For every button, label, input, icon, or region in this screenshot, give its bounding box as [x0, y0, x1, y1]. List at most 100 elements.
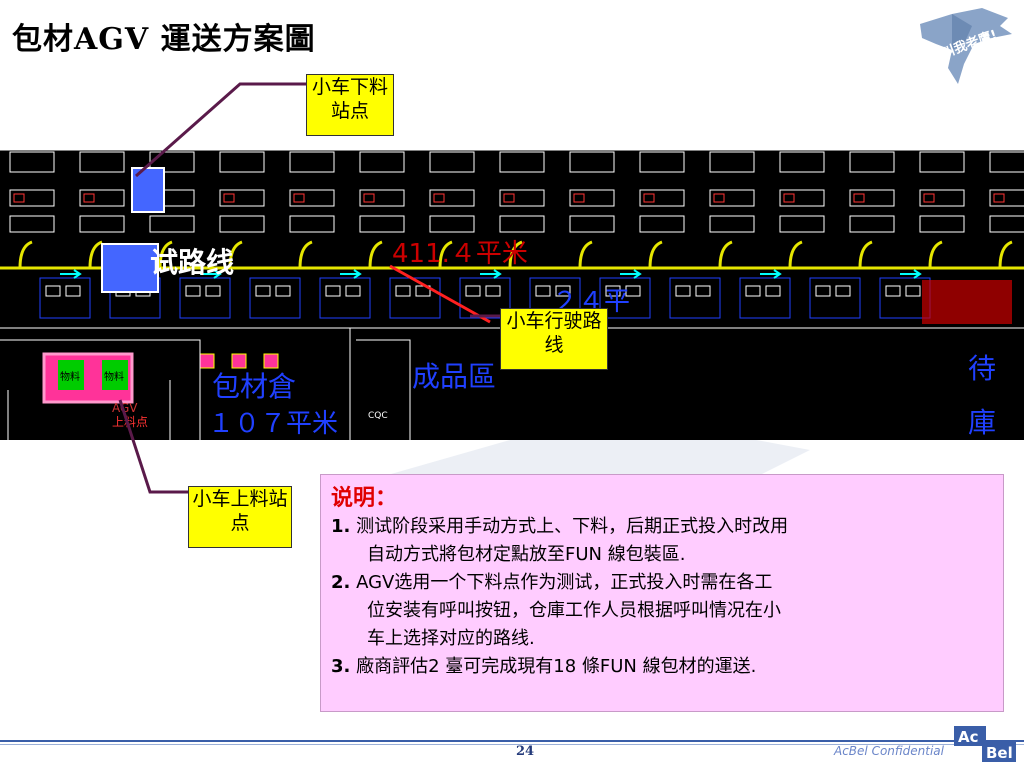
workstation-block [919, 215, 965, 233]
workstation-block [499, 189, 545, 207]
workstation-block [499, 151, 545, 173]
route-branch [228, 240, 243, 269]
workstation-block [535, 285, 551, 297]
workstation-block [359, 215, 405, 233]
warehouse-label: 庫 [968, 406, 996, 439]
material-label-2: 物料 [104, 370, 124, 383]
note-number: 3. [331, 656, 351, 677]
notes-box: 说明： 1. 测试阶段采用手动方式上、下料，后期正式投入时改用 自动方式將包材定… [320, 474, 1004, 712]
workstation-block [849, 151, 895, 173]
workstation-block [569, 189, 615, 207]
route-test-label: 试路线 [150, 246, 234, 279]
workstation-block [249, 277, 301, 319]
workstation-block [739, 277, 791, 319]
route-branch [88, 240, 103, 269]
workstation-block [79, 189, 125, 207]
load-point-label: 上料点 [112, 415, 148, 429]
workstation-block [319, 277, 371, 319]
workstation-block [643, 193, 655, 203]
workstation-block [219, 151, 265, 173]
route-branch [998, 240, 1013, 269]
workstation-block [849, 189, 895, 207]
finished-goods-label: 成品區 [412, 360, 496, 393]
workstation-block [429, 189, 475, 207]
workstation-block [779, 151, 825, 173]
workstation-block [599, 277, 651, 319]
workstation-block [989, 189, 1024, 207]
workstation-block [359, 189, 405, 207]
route-branch [718, 240, 733, 269]
workstation-block [485, 285, 501, 297]
flow-arrow [200, 269, 222, 279]
workstation-block [9, 189, 55, 207]
route-branch [18, 240, 33, 269]
workstation-block [765, 285, 781, 297]
flow-arrow [480, 269, 502, 279]
route-branch [508, 240, 523, 269]
note-number: 2. [331, 572, 351, 593]
note-text: 测试阶段采用手动方式上、下料，后期正式投入时改用 [356, 516, 789, 537]
workstation-block [289, 151, 335, 173]
notes-heading: 说明： [331, 486, 398, 511]
workstation-block [713, 193, 725, 203]
callout-route: 小车行驶路线 [500, 308, 608, 370]
eagle-logo: 叫我老鷹! [920, 8, 1012, 84]
area-label-3: １０７平米 [208, 409, 338, 439]
workstation-block [919, 189, 965, 207]
workstation-block [809, 277, 861, 319]
note-text: AGV选用一个下料点作为测试，正式投入时需在各工 [356, 572, 773, 593]
workstation-block [79, 215, 125, 233]
area-label-1: 411.４平米 [392, 239, 528, 269]
note-text: 廠商評估2 臺可完成現有18 條FUN 線包材的運送. [356, 656, 757, 677]
footer-divider-thin [0, 744, 1024, 745]
workstation-block [885, 285, 901, 297]
flow-arrow [340, 269, 362, 279]
workstation-block [255, 285, 271, 297]
note-item-3: 3. 廠商評估2 臺可完成現有18 條FUN 線包材的運送. [331, 653, 993, 681]
workstation-block [779, 189, 825, 207]
workstation-block [569, 215, 615, 233]
workstation-block [223, 193, 235, 203]
workstation-block [639, 151, 685, 173]
workstation-block [625, 285, 641, 297]
note-item-2: 2. AGV选用一个下料点作为测试，正式投入时需在各工 位安装有呼叫按钮，仓庫工… [331, 569, 993, 653]
route-branch [928, 240, 943, 269]
workstation-block [709, 189, 755, 207]
material-label-1: 物料 [60, 370, 80, 383]
note-text: 自动方式將包材定點放至FUN 線包裝區. [367, 544, 686, 565]
workstation-block [853, 193, 865, 203]
flow-arrow [900, 269, 922, 279]
workstation-block [499, 215, 545, 233]
slide-title: 包材AGV 運送方案圖 [12, 22, 316, 57]
workstation-block [219, 189, 265, 207]
workstation-block [275, 285, 291, 297]
workstation-block [989, 215, 1024, 233]
note-text: 车上选择对应的路线. [367, 628, 535, 649]
workstation-block [9, 215, 55, 233]
workstation-block [289, 215, 335, 233]
workstation-block [605, 285, 621, 297]
workstation-block [695, 285, 711, 297]
flow-arrow [60, 269, 82, 279]
workstation-block [9, 151, 55, 173]
page-number: 24 [515, 744, 535, 759]
footer-divider [0, 740, 1024, 742]
workstation-block [573, 193, 585, 203]
workstation-block [65, 285, 81, 297]
workstation-block [745, 285, 761, 297]
workstation-block [149, 215, 195, 233]
route-branch [648, 240, 663, 269]
workstation-block [79, 151, 125, 173]
route-branch [858, 240, 873, 269]
workstation-block [219, 215, 265, 233]
workstation-block [905, 285, 921, 297]
note-text: 位安装有呼叫按钮，仓庫工作人员根据呼叫情况在小 [367, 600, 781, 621]
callout-load-station: 小车上料站点 [188, 486, 292, 548]
workstation-block [345, 285, 361, 297]
workstation-block [395, 285, 411, 297]
flow-arrow [620, 269, 642, 279]
brand-part-1: Ac [958, 728, 979, 746]
workstation-block [555, 285, 571, 297]
workstation-block [179, 277, 231, 319]
cqc-label: CQC [368, 411, 388, 421]
